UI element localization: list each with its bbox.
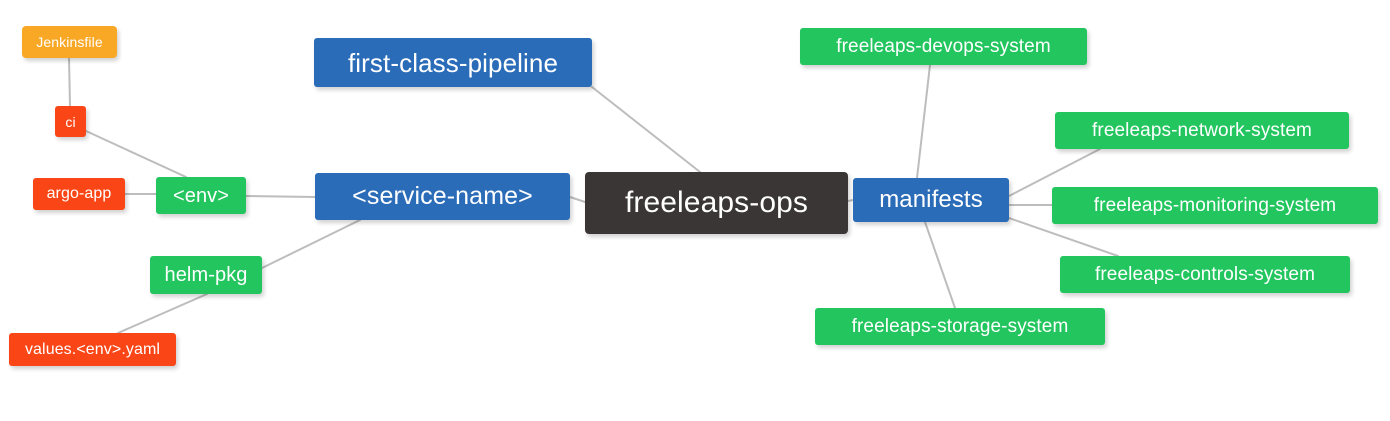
node-freeleaps-network-system[interactable]: freeleaps-network-system <box>1055 112 1349 149</box>
node-label: helm-pkg <box>164 264 248 286</box>
edge-manifests-to-freeleaps-storage-system <box>924 221 956 309</box>
node-label: argo-app <box>46 185 112 202</box>
edge-ci-to-jenkinsfile <box>68 57 71 107</box>
node-ci[interactable]: ci <box>55 106 86 137</box>
node-label: freeleaps-controls-system <box>1094 264 1316 285</box>
node-label: freeleaps-devops-system <box>836 36 1051 57</box>
node-freeleaps-storage-system[interactable]: freeleaps-storage-system <box>815 308 1105 345</box>
edge-service-name-to-env <box>245 195 316 198</box>
node-first-class-pipeline[interactable]: first-class-pipeline <box>314 38 592 87</box>
node-freeleaps-controls-system[interactable]: freeleaps-controls-system <box>1060 256 1350 293</box>
node-manifests[interactable]: manifests <box>853 178 1009 222</box>
edge-env-to-ci <box>85 130 187 178</box>
node-label: freeleaps-storage-system <box>851 316 1069 337</box>
edge-manifests-to-freeleaps-controls-system <box>1008 217 1119 257</box>
node-label: ci <box>65 113 76 130</box>
node-label: freeleaps-ops <box>624 186 809 219</box>
node-label: values.<env>.yaml <box>24 340 161 358</box>
edge-helm-pkg-to-values-env-yaml <box>117 293 208 334</box>
node-label: <env> <box>172 184 230 207</box>
node-freeleaps-devops-system[interactable]: freeleaps-devops-system <box>800 28 1087 65</box>
node-label: freeleaps-monitoring-system <box>1093 195 1337 216</box>
node-freeleaps-ops[interactable]: freeleaps-ops <box>585 172 848 234</box>
edge-service-name-to-helm-pkg <box>261 219 361 269</box>
edge-freeleaps-ops-to-first-class-pipeline <box>591 86 701 173</box>
node-values-env-yaml[interactable]: values.<env>.yaml <box>9 333 176 366</box>
edge-manifests-to-freeleaps-network-system <box>1008 148 1101 197</box>
node-label: Jenkinsfile <box>36 34 103 50</box>
node-env[interactable]: <env> <box>156 177 246 214</box>
node-freeleaps-monitoring-system[interactable]: freeleaps-monitoring-system <box>1052 187 1378 224</box>
edge-manifests-to-freeleaps-devops-system <box>916 64 931 179</box>
node-label: freeleaps-network-system <box>1092 120 1312 141</box>
edge-freeleaps-ops-to-service-name <box>569 196 586 203</box>
node-argo-app[interactable]: argo-app <box>33 178 125 210</box>
node-jenkinsfile[interactable]: Jenkinsfile <box>22 26 117 58</box>
node-label: first-class-pipeline <box>347 47 559 78</box>
node-helm-pkg[interactable]: helm-pkg <box>150 256 262 294</box>
edge-freeleaps-ops-to-manifests <box>847 199 854 202</box>
node-label: <service-name> <box>352 182 533 210</box>
node-label: manifests <box>879 186 983 213</box>
node-service-name[interactable]: <service-name> <box>315 173 570 220</box>
